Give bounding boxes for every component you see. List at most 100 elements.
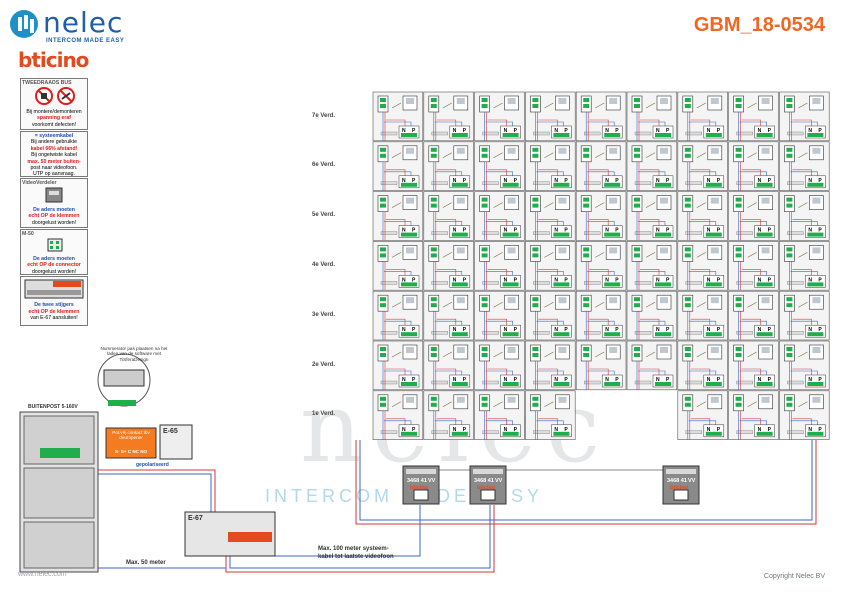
terminal-n-label: N (808, 427, 812, 433)
connector-terminal (735, 347, 742, 351)
terminal-n-label: N (758, 377, 762, 383)
connector-terminal (735, 247, 742, 252)
connector-terminal (380, 253, 386, 258)
terminal-n-label: N (453, 128, 457, 134)
brand-name: nelec (43, 6, 124, 39)
doorbell-button (634, 231, 652, 235)
monitor-link (645, 351, 656, 358)
terminal-p-label: P (463, 377, 467, 383)
drop-wire (638, 370, 666, 375)
terminal-p-label: P (717, 327, 721, 333)
terminal-n-label: N (605, 178, 609, 184)
terminal-p-label: P (818, 377, 822, 383)
monitor-screen (660, 98, 668, 104)
monitor-screen (812, 297, 821, 304)
doorbell-button (380, 331, 398, 335)
monitor-screen (558, 147, 567, 154)
drop-wire (589, 119, 609, 126)
terminal-p-label: P (514, 427, 518, 433)
terminal-p-label: P (564, 277, 568, 283)
monitor-screen (812, 147, 821, 154)
legend-cable-line7: UTP op aanvraag. (32, 171, 75, 178)
drop-wire (690, 368, 711, 375)
monitor-link (442, 152, 452, 159)
monitor-screen (558, 197, 567, 204)
terminal-p-label: P (818, 228, 822, 234)
terminal-p-label: P (463, 277, 467, 283)
connector-terminal (786, 247, 793, 252)
terminal-n-label: N (707, 327, 711, 333)
drop-wire (485, 420, 513, 425)
drop-wire (790, 370, 818, 375)
monitor-screen (609, 297, 618, 304)
connector-terminal (481, 247, 488, 252)
doorbell-button (634, 380, 652, 385)
connector-terminal (583, 104, 590, 108)
terminal-green-strip (553, 133, 570, 137)
terminal-green-strip (705, 232, 722, 237)
monitor-screen (406, 297, 414, 304)
monitor-screen (761, 98, 770, 104)
doorbell-button (380, 131, 398, 136)
floor-label-2: 2e Verd. (312, 362, 336, 368)
drop-wire (690, 169, 711, 176)
connector-terminal (684, 303, 691, 308)
connector-terminal (634, 98, 640, 102)
drop-wire (688, 320, 717, 326)
drop-wire (640, 219, 660, 226)
monitor-link (747, 252, 757, 258)
drop-wire (384, 370, 412, 375)
connector-terminal (583, 247, 590, 252)
terminal-n-label: N (402, 427, 406, 433)
monitor-screen (406, 147, 414, 154)
drop-wire (790, 271, 818, 276)
floor-label-4: 4e Verd. (312, 262, 336, 268)
drop-wire (638, 271, 666, 276)
doorbell-button (685, 131, 702, 136)
terminal-n-label: N (656, 277, 660, 283)
max50-label: Max. 50 meter (126, 560, 166, 566)
monitor-screen (456, 247, 465, 254)
monitor-link (544, 152, 554, 159)
monitor-link (798, 401, 808, 408)
connector-terminal (532, 247, 539, 252)
connector-terminal (380, 98, 386, 102)
monitor-screen (558, 247, 567, 254)
terminal-n-label: N (554, 377, 558, 383)
monitor-link (798, 202, 808, 208)
terminal-p-label: P (615, 178, 619, 184)
terminal-p-label: P (768, 228, 772, 234)
doorbell-button (634, 181, 652, 185)
terminal-p-label: P (818, 327, 822, 333)
connector-terminal (634, 303, 640, 308)
connector-terminal (532, 297, 539, 302)
connector-terminal (380, 347, 386, 351)
doorbell-button (787, 181, 804, 185)
connector-terminal (532, 347, 539, 351)
doorbell-button (533, 181, 550, 185)
drop-wire (688, 221, 717, 226)
terminal-green-strip (604, 133, 621, 137)
terminal-green-strip (705, 382, 722, 386)
connector-terminal (430, 98, 437, 102)
footer-copyright: Copyright Nelec BV (763, 573, 825, 580)
distributor-3-brand: bticino (670, 485, 689, 491)
connector-terminal (735, 353, 742, 357)
drop-wire (589, 219, 609, 226)
connector-terminal (380, 147, 386, 152)
drop-wire (688, 370, 717, 375)
monitor-screen (710, 98, 719, 104)
monitor-link (493, 252, 503, 258)
terminal-green-strip (604, 182, 621, 187)
monitor-link (645, 102, 656, 109)
terminal-green-strip (756, 431, 773, 436)
doorbell-button (431, 181, 448, 185)
terminal-green-strip (807, 282, 824, 287)
terminal-p-label: P (717, 377, 721, 383)
e67-label: E-67 (188, 515, 203, 522)
terminal-n-label: N (656, 178, 660, 184)
terminal-green-strip (553, 282, 570, 287)
terminal-n-label: N (808, 377, 812, 383)
terminal-green-strip (807, 382, 824, 386)
document-code: GBM_18-0534 (693, 14, 825, 36)
